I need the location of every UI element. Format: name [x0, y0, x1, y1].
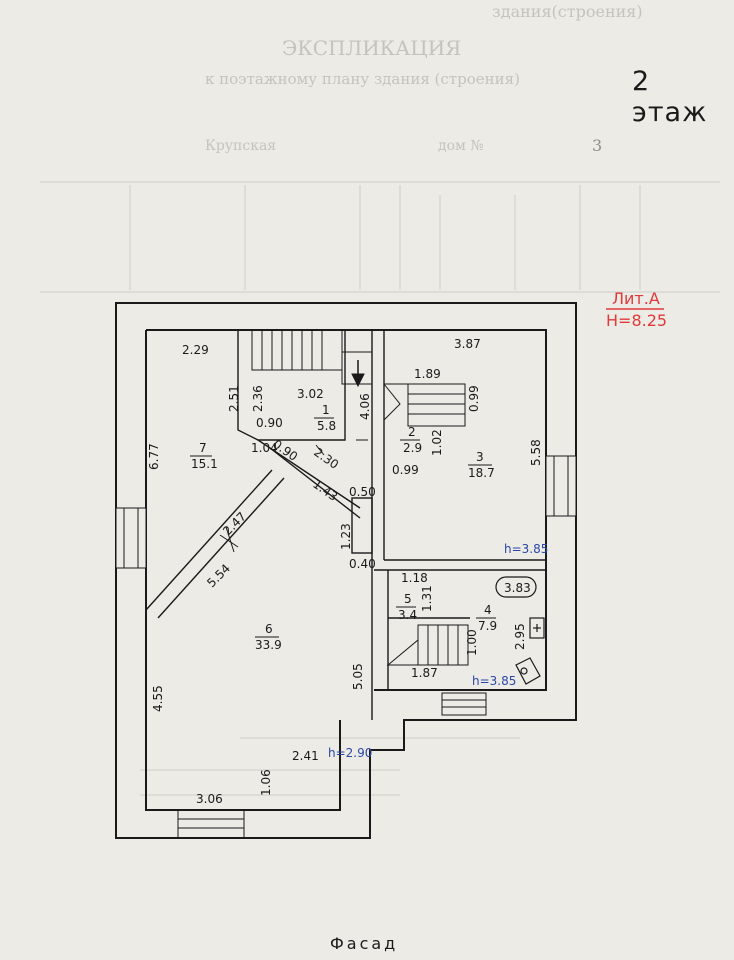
dim-1-04: 1.04	[251, 441, 278, 455]
dimension-ticks	[219, 439, 368, 553]
explication-title: ЭКСПЛИКАЦИЯ	[282, 36, 462, 60]
explication-subtitle: к поэтажному плану здания (строения)	[205, 70, 520, 88]
dim-1-00: 1.00	[465, 629, 479, 656]
dim-2-51: 2.51	[227, 385, 241, 412]
floor-label: 2 этаж	[632, 66, 708, 128]
dim-2-41: 2.41	[292, 749, 319, 763]
dim-3-83: 3.83	[504, 581, 531, 595]
dim-2-30: 2.30	[311, 445, 341, 472]
liter-height: H=8.25	[606, 311, 667, 330]
room-3-area: 18.7	[468, 466, 495, 480]
dim-5-54: 5.54	[204, 561, 233, 590]
room-7-area: 15.1	[191, 457, 218, 471]
room-3-number: 3	[476, 450, 484, 464]
header-top-right: здания(строения)	[492, 2, 643, 21]
dim-1-02: 1.02	[430, 429, 444, 456]
sanitary-fixtures	[495, 576, 545, 685]
liter-name: Лит.А	[612, 289, 660, 308]
dim-1-87: 1.87	[411, 666, 438, 680]
room-2-area: 2.9	[403, 441, 422, 455]
dim-3-87: 3.87	[454, 337, 481, 351]
room-2-number: 2	[408, 425, 416, 439]
room-6-area: 33.9	[255, 638, 282, 652]
room-7: 7 15.1	[190, 441, 218, 471]
dim-1-31: 1.31	[420, 585, 434, 612]
dim-6-77: 6.77	[147, 443, 161, 470]
room-1-area: 5.8	[317, 419, 336, 433]
street-name: Крупская	[205, 138, 277, 154]
house-number: 3	[592, 136, 603, 155]
dim-3-02: 3.02	[297, 387, 324, 401]
dim-1-89: 1.89	[414, 367, 441, 381]
staircases	[177, 329, 487, 839]
dim-1-06: 1.06	[259, 769, 273, 796]
room-5-area: 3.4	[398, 608, 417, 622]
height-mark-2: h=3.85	[472, 674, 516, 688]
room-5: 5 3.4	[396, 592, 417, 622]
dim-0-99b: 0.99	[392, 463, 419, 477]
room-3: 3 18.7	[468, 450, 495, 480]
room-5-number: 5	[404, 592, 412, 606]
height-mark-3: h=2.90	[328, 746, 372, 760]
dim-1-23: 1.23	[339, 523, 353, 550]
dim-2-36: 2.36	[251, 385, 265, 412]
dim-1-18: 1.18	[401, 571, 428, 585]
dim-2-29: 2.29	[182, 343, 209, 357]
room-6: 6 33.9	[255, 622, 282, 652]
height-mark-1: h=3.85	[504, 542, 548, 556]
dim-0-40: 0.40	[349, 557, 376, 571]
room-2: 2 2.9	[400, 425, 422, 455]
room-1: 1 5.8	[314, 403, 336, 433]
header-table-lines	[40, 181, 720, 796]
room-6-number: 6	[265, 622, 273, 636]
house-label: дом №	[438, 138, 484, 154]
room-4: 4 7.9	[476, 603, 497, 633]
dim-2-95: 2.95	[513, 623, 527, 650]
room-1-number: 1	[322, 403, 330, 417]
dim-0-99a: 0.99	[467, 385, 481, 412]
room-4-number: 4	[484, 603, 492, 617]
facade-label: Фасад	[330, 934, 399, 953]
room-7-number: 7	[199, 441, 207, 455]
room-4-area: 7.9	[478, 619, 497, 633]
dim-0-50: 0.50	[349, 485, 376, 499]
dim-4-55: 4.55	[151, 685, 165, 712]
dim-3-06: 3.06	[196, 792, 223, 806]
window-marks	[115, 455, 577, 569]
interior-walls	[145, 330, 546, 720]
dim-5-58: 5.58	[529, 439, 543, 466]
dim-0-90a: 0.90	[256, 416, 283, 430]
dim-4-06: 4.06	[358, 393, 372, 420]
dim-5-05: 5.05	[351, 663, 365, 690]
liter-stamp: Лит.А H=8.25	[606, 289, 667, 330]
